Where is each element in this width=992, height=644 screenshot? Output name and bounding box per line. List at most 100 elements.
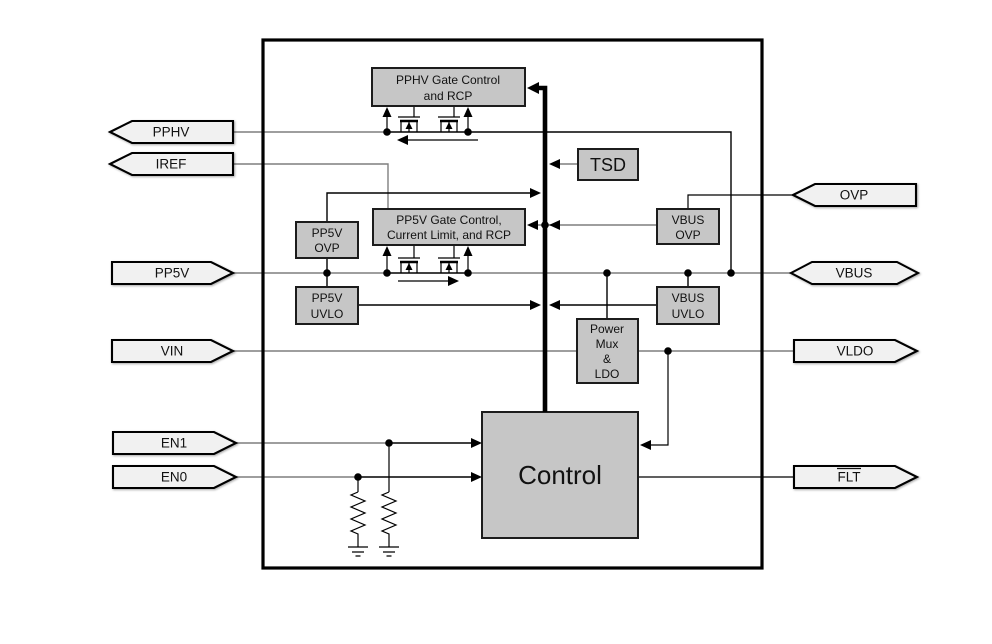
pin-label: PP5V xyxy=(155,266,190,281)
block-rect xyxy=(656,208,720,245)
block-label: OVP xyxy=(675,228,700,242)
arrowhead-sense-up xyxy=(463,107,473,117)
block-label: & xyxy=(603,352,611,366)
arrowhead-pp5v-uvlo-to-bus xyxy=(530,300,541,310)
ground-icon-en1 xyxy=(379,546,399,557)
block-label: PP5V xyxy=(312,291,343,305)
block-rect xyxy=(656,286,720,325)
block-vbus-ovp: VBUS OVP xyxy=(656,208,720,245)
block-rect xyxy=(371,67,526,107)
line-ovp-pin xyxy=(687,194,793,209)
ground-icon-en0 xyxy=(348,546,368,557)
arrowhead-into-pp5v-gate xyxy=(527,220,538,230)
arrowhead-en0-to-control xyxy=(471,472,482,482)
block-pp5v-ovp: PP5V OVP xyxy=(295,221,359,259)
block-control: Control xyxy=(481,411,639,539)
wire-iref xyxy=(233,163,389,209)
block-label: and RCP xyxy=(424,89,473,103)
pin-label: EN0 xyxy=(161,470,187,485)
block-rect xyxy=(295,286,359,325)
junction-dot xyxy=(385,439,393,447)
pin-shape-right-arrow xyxy=(792,338,920,364)
line-pphv-rail xyxy=(387,131,732,273)
block-rect xyxy=(295,221,359,259)
pin-shape-left-arrow xyxy=(790,182,918,208)
mosfet-body-arrow xyxy=(445,122,453,129)
mosfet-pair-pp5v xyxy=(386,245,469,282)
arrowheads xyxy=(382,82,651,482)
line-vldo-feedback xyxy=(648,351,669,446)
arrowhead-sense-up xyxy=(463,246,473,256)
junction-dot xyxy=(664,347,672,355)
pin-vbus: VBUS xyxy=(788,260,921,286)
pin-shape-left-arrow xyxy=(107,151,235,177)
arrowhead-tsd-to-bus xyxy=(549,159,560,169)
block-vbus-uvlo: VBUS UVLO xyxy=(656,286,720,325)
pin-label: PPHV xyxy=(153,125,190,140)
block-label: Mux xyxy=(596,337,619,351)
block-pphv-gate-control: PPHV Gate Control and RCP xyxy=(371,67,526,107)
junction-dot xyxy=(354,473,362,481)
line-pp5v-ovp-to-bus xyxy=(326,192,536,222)
pin-shape-right-arrow xyxy=(792,464,920,490)
block-label: PP5V xyxy=(312,226,343,240)
block-rect xyxy=(577,148,639,181)
pin-label: IREF xyxy=(156,157,187,172)
arrowhead-vldo-to-control xyxy=(640,440,651,450)
block-label: OVP xyxy=(314,241,339,255)
pin-vldo: VLDO xyxy=(792,338,920,364)
pin-vin: VIN xyxy=(110,338,236,364)
mosfet-pair-pphv xyxy=(386,106,478,141)
junction-dot xyxy=(464,128,472,136)
block-rect xyxy=(372,208,526,246)
block-label: PPHV Gate Control xyxy=(396,73,500,87)
block-label: PP5V Gate Control, xyxy=(396,213,501,227)
block-tsd: TSD xyxy=(577,148,639,181)
pin-label: VLDO xyxy=(837,344,874,359)
block-label: Power xyxy=(590,322,624,336)
control-bus xyxy=(537,85,548,412)
block-pp5v-gate-control: PP5V Gate Control, Current Limit, and RC… xyxy=(372,208,526,246)
pin-label: VIN xyxy=(161,344,184,359)
pin-en0: EN0 xyxy=(111,464,239,490)
junction-dot xyxy=(383,269,391,277)
mosfet-body-arrow xyxy=(445,263,453,270)
block-label: UVLO xyxy=(672,307,705,321)
resistor-symbol-en0 xyxy=(349,491,367,547)
pin-shape-bidirectional-arrow xyxy=(788,260,921,286)
pin-iref: IREF xyxy=(107,151,235,177)
junction-dot xyxy=(383,128,391,136)
junction-dots xyxy=(323,128,735,481)
arrowhead-pp5v-current-dir xyxy=(448,276,459,286)
mosfet-gate-leads xyxy=(413,106,455,117)
block-label: Control xyxy=(518,460,602,490)
pin-shape-right-arrow xyxy=(111,430,239,456)
block-label: LDO xyxy=(595,367,620,381)
arrowhead-pp5v-ovp-to-bus xyxy=(530,188,541,198)
pin-label: VBUS xyxy=(836,266,873,281)
junction-dot xyxy=(464,269,472,277)
block-rect xyxy=(576,318,639,384)
mosfet-body-arrow xyxy=(405,263,413,270)
block-power-mux-ldo: Power Mux & LDO xyxy=(576,318,639,384)
arrowhead-bus-to-pphv-gate xyxy=(527,82,539,94)
pin-flt: FLT xyxy=(792,464,920,490)
pin-label: EN1 xyxy=(161,436,187,451)
arrowhead-sense-up xyxy=(382,246,392,256)
pin-shape-left-arrow xyxy=(107,119,235,145)
pin-label: OVP xyxy=(840,188,869,203)
pin-en1: EN1 xyxy=(111,430,239,456)
block-rect xyxy=(481,411,639,539)
chip-boundary-box xyxy=(261,38,764,570)
pin-shape-right-arrow xyxy=(111,464,239,490)
pin-ovp: OVP xyxy=(790,182,918,208)
pin-pphv: PPHV xyxy=(107,119,235,145)
junction-dot xyxy=(684,269,692,277)
mosfet-body-arrow xyxy=(405,122,413,129)
arrowhead-vbus-ovp-to-bus xyxy=(549,220,560,230)
pin-shape-right-arrow xyxy=(110,338,236,364)
arrowhead-en1-to-control xyxy=(471,438,482,448)
junction-dot xyxy=(541,221,549,229)
